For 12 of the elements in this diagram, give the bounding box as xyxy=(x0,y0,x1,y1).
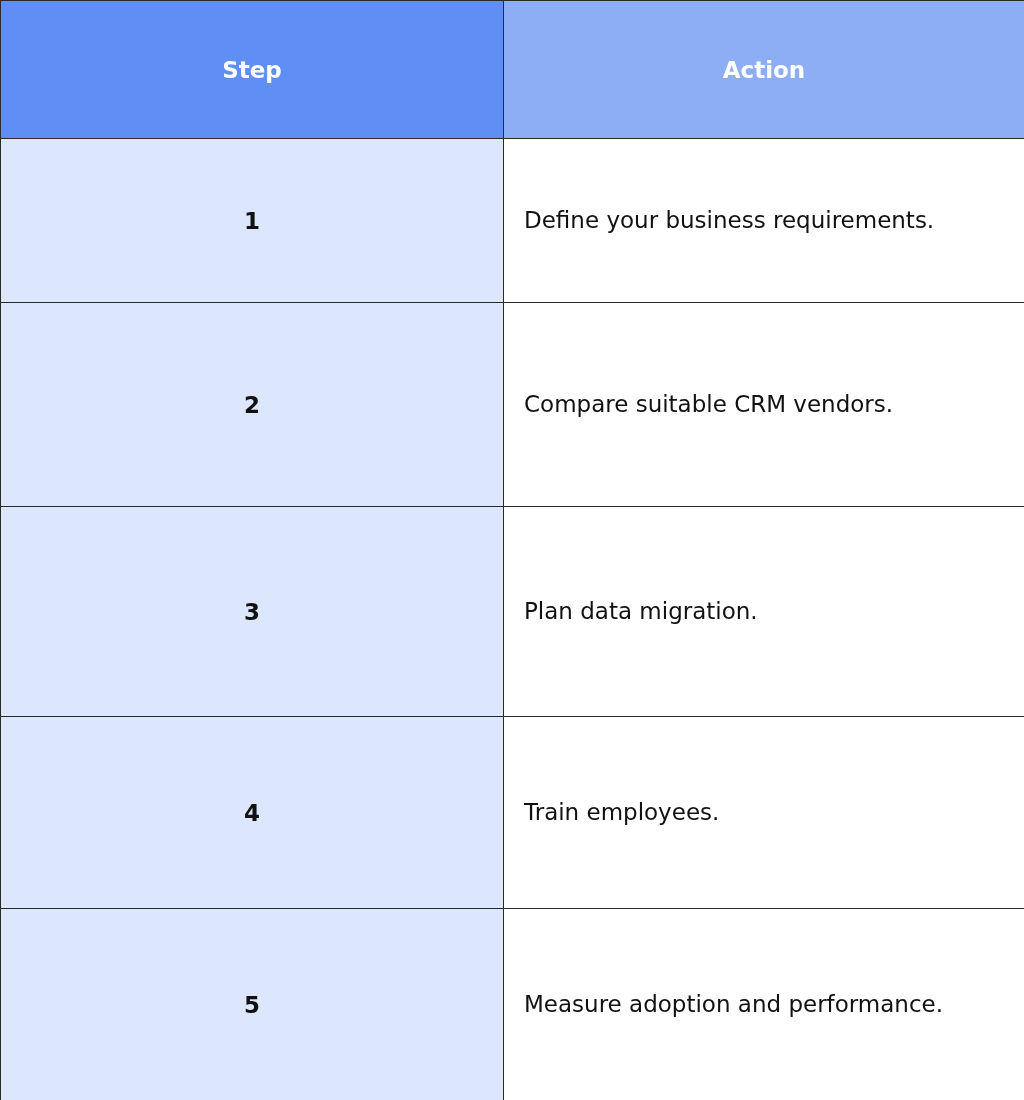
step-number: 2 xyxy=(0,302,504,507)
step-number: 5 xyxy=(0,908,504,1100)
action-text: Measure adoption and performance. xyxy=(503,908,1024,1100)
action-text: Train employees. xyxy=(503,716,1024,909)
action-text: Compare suitable CRM vendors. xyxy=(503,302,1024,507)
action-text: Plan data migration. xyxy=(503,506,1024,717)
action-text: Define your business requirements. xyxy=(503,138,1024,303)
column-header: Action xyxy=(503,0,1024,139)
step-number: 1 xyxy=(0,138,504,303)
step-number: 4 xyxy=(0,716,504,909)
step-number: 3 xyxy=(0,506,504,717)
column-header: Step xyxy=(0,0,504,139)
